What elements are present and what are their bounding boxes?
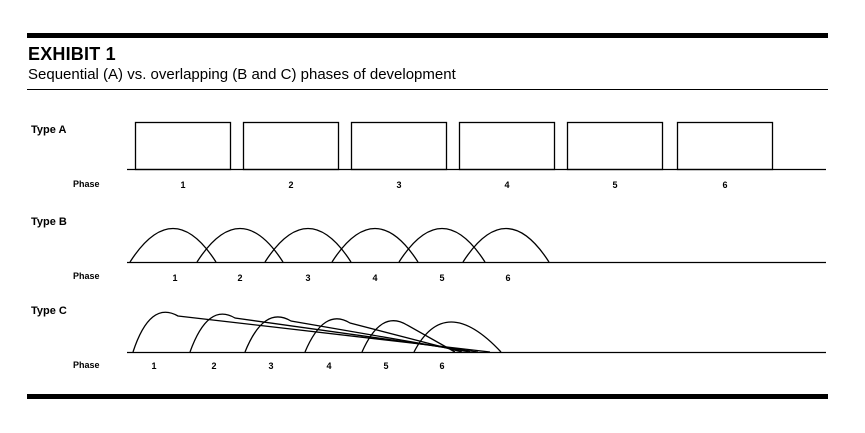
type-a-phase-number: 4 (504, 180, 509, 190)
type-a-phase-label: Phase (73, 179, 100, 189)
type-c-phase-number: 5 (383, 361, 388, 371)
type-b-phase-number: 1 (172, 273, 177, 283)
exhibit-title: EXHIBIT 1 (28, 44, 116, 64)
type-a-phase-number: 5 (612, 180, 617, 190)
type-c-phase-arc (189, 313, 479, 353)
type-c-phase-arc (244, 316, 471, 353)
type-b-phase-arc (264, 227, 352, 263)
type-a-phase-number: 6 (722, 180, 727, 190)
type-b-phase-arc (129, 227, 217, 263)
type-a-phase-number: 1 (180, 180, 185, 190)
type-c-phase-number: 3 (268, 361, 273, 371)
type-c-phase-number: 2 (211, 361, 216, 371)
type-c-label: Type C (31, 305, 67, 317)
type-b-phase-number: 6 (505, 273, 510, 283)
type-c-phase-arc (361, 320, 456, 353)
type-a-phase-box (134, 121, 232, 171)
type-a-phase-number: 2 (288, 180, 293, 190)
type-a-phase-box (676, 121, 774, 171)
type-b-phase-number: 5 (439, 273, 444, 283)
type-c-phase-number: 4 (326, 361, 331, 371)
type-a-label: Type A (31, 124, 67, 136)
type-b-phase-arc (196, 227, 284, 263)
type-c-phase-arc (413, 321, 502, 353)
bottom-rule (27, 394, 828, 399)
type-b-phase-arc (462, 227, 550, 263)
type-b-label: Type B (31, 216, 67, 228)
type-c-phase-number: 6 (439, 361, 444, 371)
type-b-phase-number: 3 (305, 273, 310, 283)
type-a-phase-box (566, 121, 664, 171)
type-a-phase-box (458, 121, 556, 171)
type-b-phase-number: 4 (372, 273, 377, 283)
type-c-phase-arc (304, 318, 463, 353)
type-c-phase-arc (132, 311, 491, 353)
type-c-phase-label: Phase (73, 360, 100, 370)
type-b-phase-number: 2 (237, 273, 242, 283)
type-a-phase-box (242, 121, 340, 171)
header-divider (27, 89, 828, 90)
type-c-phase-number: 1 (151, 361, 156, 371)
type-b-phase-arc (398, 227, 486, 263)
exhibit-subtitle: Sequential (A) vs. overlapping (B and C)… (28, 66, 456, 83)
type-b-phase-label: Phase (73, 271, 100, 281)
type-a-phase-number: 3 (396, 180, 401, 190)
type-a-phase-box (350, 121, 448, 171)
top-rule (27, 33, 828, 38)
type-b-phase-arc (331, 227, 419, 263)
